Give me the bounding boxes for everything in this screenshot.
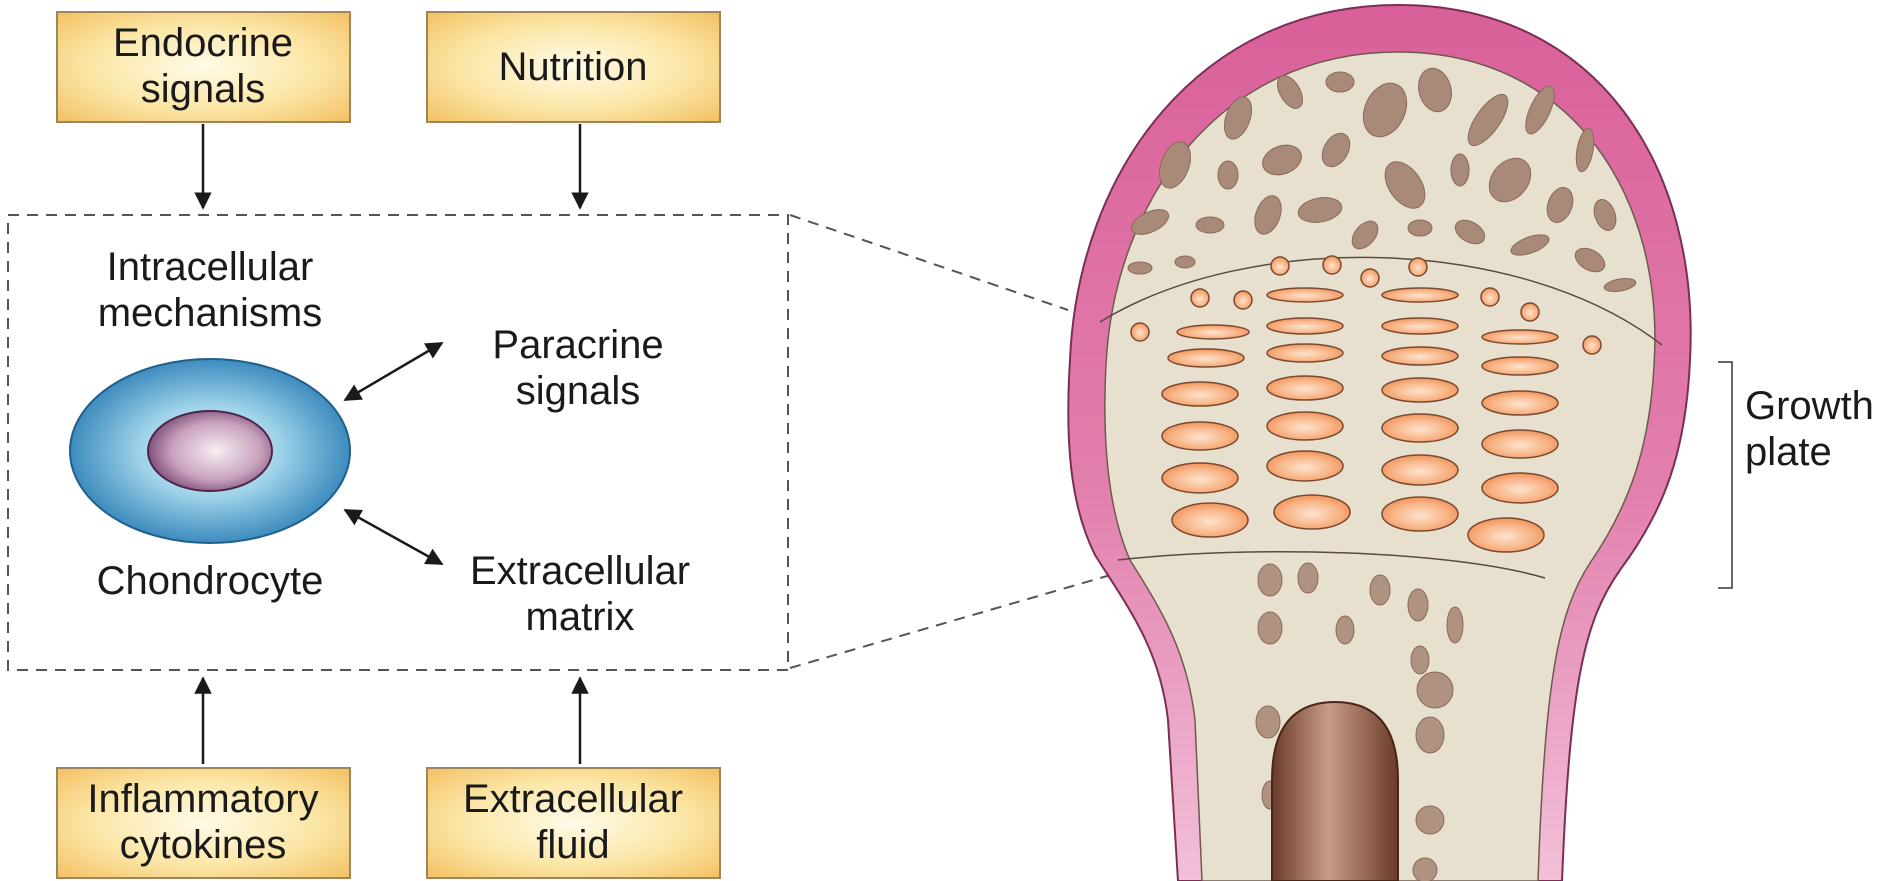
- nucleus: [148, 411, 272, 491]
- arrow-matrix: [345, 510, 442, 564]
- inflammatory-line2: cytokines: [120, 823, 287, 867]
- inflammatory-line1: Inflammatory: [87, 777, 318, 821]
- growth-plate-line2: plate: [1745, 430, 1832, 474]
- nutrition-label: Nutrition: [499, 45, 648, 89]
- box-extracellular-fluid: Extracellular fluid: [427, 768, 720, 878]
- matrix-line1: Extracellular: [470, 549, 690, 593]
- chondrocyte-cell: [70, 359, 350, 543]
- growth-plate-bracket: [1718, 362, 1732, 588]
- endocrine-line1: Endocrine: [113, 21, 293, 65]
- zoom-line-bottom: [790, 565, 1145, 668]
- box-inflammatory-cytokines: Inflammatory cytokines: [57, 768, 350, 878]
- paracrine-line1: Paracrine: [492, 323, 663, 367]
- marrow-cavity: [1272, 702, 1398, 881]
- chondrocyte-label: Chondrocyte: [97, 559, 324, 603]
- intracellular-line2: mechanisms: [98, 291, 323, 335]
- box-endocrine-signals: Endocrine signals: [57, 12, 350, 122]
- paracrine-line2: signals: [516, 369, 641, 413]
- extracellular-fluid-line2: fluid: [536, 823, 609, 867]
- bone-illustration: [1068, 5, 1690, 881]
- matrix-line2: matrix: [526, 595, 635, 639]
- zoom-line-top: [790, 215, 1068, 310]
- arrow-paracrine: [345, 343, 442, 400]
- endocrine-line2: signals: [141, 67, 266, 111]
- growth-plate-line1: Growth: [1745, 384, 1874, 428]
- extracellular-fluid-line1: Extracellular: [463, 777, 683, 821]
- box-nutrition: Nutrition: [427, 12, 720, 122]
- intracellular-line1: Intracellular: [107, 245, 314, 289]
